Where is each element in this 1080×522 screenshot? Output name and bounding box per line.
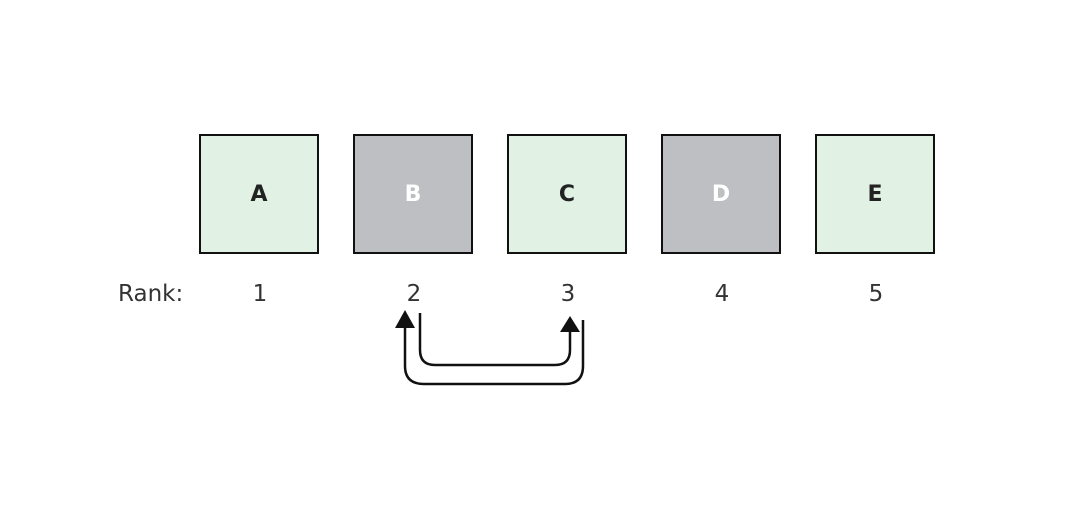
- box-e: E: [815, 134, 935, 254]
- box-c: C: [507, 134, 627, 254]
- box-b: B: [353, 134, 473, 254]
- rank-4: 4: [714, 281, 730, 307]
- rank-1: 1: [252, 281, 268, 307]
- rank-5: 5: [868, 281, 884, 307]
- box-label: A: [250, 181, 268, 207]
- rank-3: 3: [560, 281, 576, 307]
- arrowhead-2: [395, 310, 415, 328]
- box-d: D: [661, 134, 781, 254]
- arrow-2-to-3: [418, 313, 572, 367]
- arrowhead-3: [560, 316, 580, 332]
- rank-2: 2: [406, 281, 422, 307]
- arrow-3-to-2: [403, 320, 585, 386]
- rank-label: Rank:: [118, 281, 184, 307]
- box-label: D: [711, 181, 731, 207]
- box-label: E: [867, 181, 883, 207]
- box-label: B: [404, 181, 422, 207]
- box-label: C: [558, 181, 576, 207]
- box-a: A: [199, 134, 319, 254]
